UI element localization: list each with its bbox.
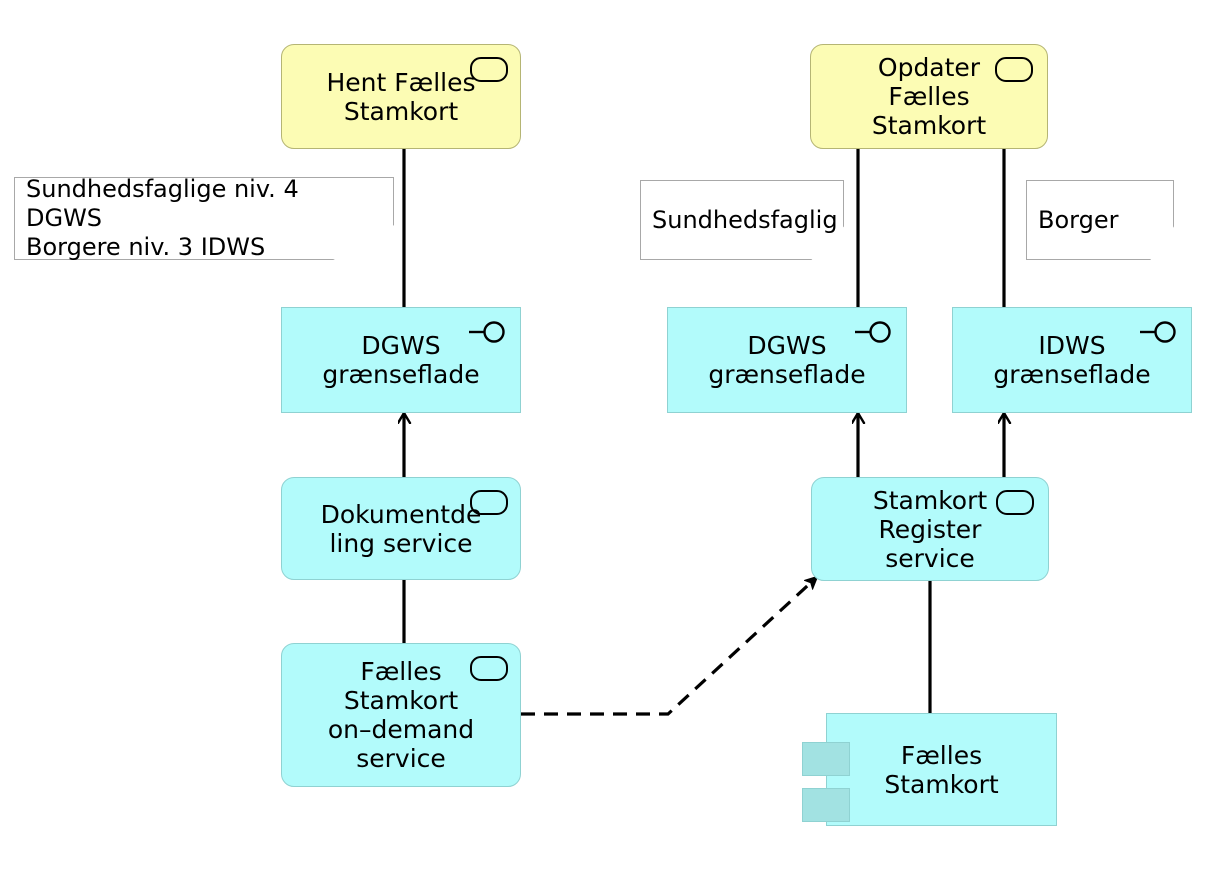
usecase-icon — [470, 57, 508, 82]
note-mid-label: Sundhedsfaglig — [652, 205, 838, 234]
node-dgws-graenseflade-left[interactable]: DGWS grænseflade — [281, 307, 521, 413]
provided-interface-icon — [1140, 321, 1176, 343]
note-mid: Sundhedsfaglig — [640, 180, 844, 260]
usecase-icon — [470, 656, 508, 681]
node-faelles-stamkort-component-label: Fælles Stamkort — [884, 740, 999, 799]
note-right-shape — [1026, 180, 1174, 260]
node-idws-graenseflade[interactable]: IDWS grænseflade — [952, 307, 1192, 413]
node-opdater-faelles-stamkort-label: Opdater Fælles Stamkort — [871, 53, 987, 140]
node-stamkort-register-service-label: Stamkort Register service — [872, 485, 988, 573]
node-idws-graenseflade-label: IDWS grænseflade — [993, 331, 1151, 389]
provided-interface-icon — [855, 321, 891, 343]
component-tab-upper-icon — [802, 742, 850, 776]
node-faelles-stamkort-on-demand-service-label: Fælles Stamkort on–demand service — [327, 657, 475, 773]
edge-on-demand-to-stamkort-register — [521, 577, 817, 716]
node-stamkort-register-service[interactable]: Stamkort Register service — [811, 477, 1049, 581]
node-hent-faelles-stamkort[interactable]: Hent Fælles Stamkort — [281, 44, 521, 149]
node-dokumentdeling-service[interactable]: Dokumentde ling service — [281, 477, 521, 580]
note-left-shape — [14, 177, 394, 260]
node-hent-faelles-stamkort-label: Hent Fælles Stamkort — [326, 67, 476, 126]
component-tab-lower-icon — [802, 788, 850, 822]
node-dgws-graenseflade-mid-label: DGWS grænseflade — [708, 331, 866, 389]
note-right: Borger — [1026, 180, 1174, 260]
node-dgws-graenseflade-mid[interactable]: DGWS grænseflade — [667, 307, 907, 413]
note-left: Sundhedsfaglige niv. 4 DGWS Borgere niv.… — [14, 175, 394, 261]
usecase-icon — [996, 490, 1034, 515]
node-faelles-stamkort-on-demand-service[interactable]: Fælles Stamkort on–demand service — [281, 643, 521, 787]
note-right-label: Borger — [1038, 205, 1119, 234]
node-dokumentdeling-service-label: Dokumentde ling service — [320, 499, 482, 558]
usecase-icon — [470, 490, 508, 515]
provided-interface-icon — [469, 321, 505, 343]
node-faelles-stamkort-component[interactable]: Fælles Stamkort — [802, 713, 1057, 826]
usecase-icon — [995, 57, 1033, 82]
node-opdater-faelles-stamkort[interactable]: Opdater Fælles Stamkort — [810, 44, 1048, 149]
node-dgws-graenseflade-left-label: DGWS grænseflade — [322, 331, 480, 389]
note-left-label: Sundhedsfaglige niv. 4 DGWS Borgere niv.… — [26, 175, 299, 261]
note-mid-shape — [640, 180, 844, 260]
